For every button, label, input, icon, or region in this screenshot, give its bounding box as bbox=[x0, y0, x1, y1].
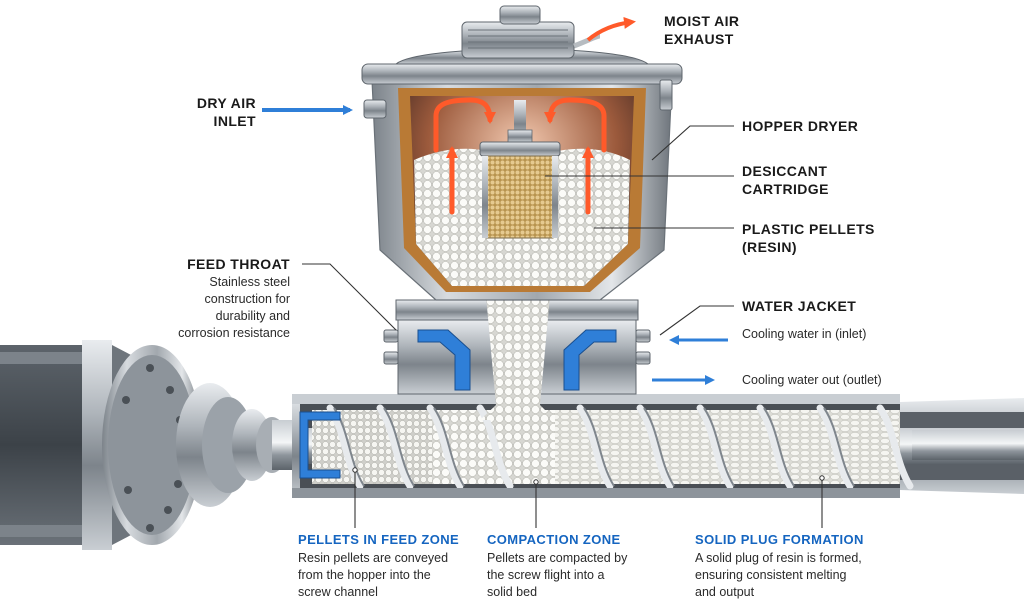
exhaust-arrow-icon bbox=[586, 16, 636, 42]
extruder-barrel bbox=[292, 394, 1024, 498]
feed-throat-label: FEED THROAT bbox=[187, 256, 290, 272]
water-jacket-label: WATER JACKET bbox=[742, 298, 857, 314]
zone-title-solid-plug: SOLID PLUG FORMATION bbox=[695, 532, 864, 547]
desiccant-cartridge bbox=[479, 100, 561, 239]
zone-title-compaction: COMPACTION ZONE bbox=[487, 532, 621, 547]
leader-lines bbox=[302, 125, 825, 528]
zone-desc-compaction: Pellets are compacted by the screw fligh… bbox=[487, 551, 628, 599]
hot-air-arrow-icon bbox=[433, 97, 607, 215]
moist-air-exhaust-label: MOIST AIR EXHAUST bbox=[664, 13, 740, 47]
zone-desc-feed: Resin pellets are conveyed from the hopp… bbox=[298, 551, 449, 599]
cooling-water-out-label: Cooling water out (outlet) bbox=[742, 373, 882, 387]
cooling-water-in-label: Cooling water in (inlet) bbox=[742, 327, 867, 341]
desiccant-cartridge-label: DESICCANT CARTRIDGE bbox=[742, 163, 829, 197]
feed-throat-description: Stainless steel construction for durabil… bbox=[178, 275, 290, 340]
dry-air-inlet-label: DRY AIR INLET bbox=[196, 95, 256, 129]
hopper-dryer-label: HOPPER DRYER bbox=[742, 118, 859, 134]
plastic-pellets-label: PLASTIC PELLETS (RESIN) bbox=[742, 221, 875, 255]
gearbox-motor bbox=[0, 340, 302, 550]
zone-desc-solid-plug: A solid plug of resin is formed, ensurin… bbox=[695, 551, 862, 599]
feed-throat-block bbox=[383, 296, 651, 420]
zone-title-feed: PELLETS IN FEED ZONE bbox=[298, 532, 460, 547]
